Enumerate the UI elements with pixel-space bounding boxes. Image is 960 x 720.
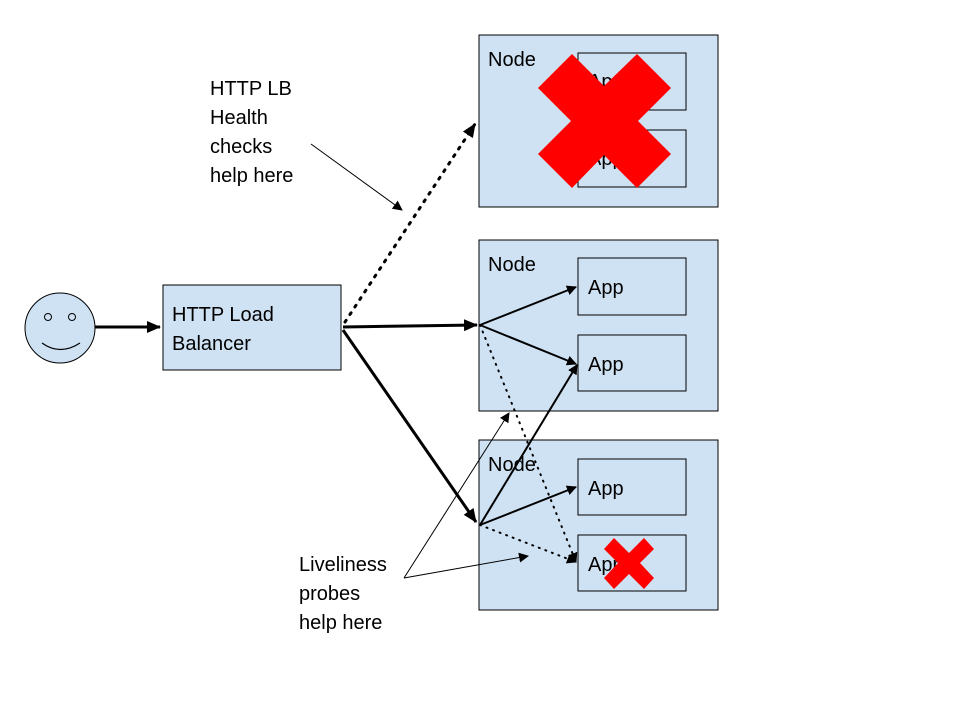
health-checks-line1: HTTP LB xyxy=(210,78,292,100)
node-1-label: Node xyxy=(488,49,536,71)
liveliness-pointer-2 xyxy=(403,552,529,579)
red-x-icon xyxy=(538,54,671,188)
node-2-to-app-1-arrow xyxy=(479,285,577,326)
node-3-to-failed-app-dotted-arrow xyxy=(479,524,577,564)
node-3-to-app-1-arrow xyxy=(479,485,577,526)
health-checks-line3: checks xyxy=(210,136,272,158)
lb-label-line1: HTTP Load xyxy=(172,304,274,326)
health-checks-line2: Health xyxy=(210,107,268,129)
load-balancer: HTTP Load Balancer xyxy=(162,284,342,371)
lb-to-node-3-arrow xyxy=(341,329,478,523)
node-2-to-app-2-arrow xyxy=(479,324,577,366)
health-checks-pointer xyxy=(310,143,403,211)
lb-to-node-2-arrow xyxy=(342,319,478,332)
lb-to-node-1-dotted-arrow xyxy=(343,122,477,324)
node-3-label: Node xyxy=(488,454,536,476)
liveliness-line3: help here xyxy=(299,612,382,634)
smiley-face-icon xyxy=(24,292,96,364)
node-2-app-2-label: App xyxy=(588,354,624,376)
health-checks-line4: help here xyxy=(210,165,293,187)
liveliness-line2: probes xyxy=(299,583,360,605)
node-3: Node App App xyxy=(478,439,719,611)
health-checks-annotation: HTTP LB Health checks help here xyxy=(210,78,403,211)
node-1: Node App App xyxy=(478,34,719,208)
red-x-icon xyxy=(604,538,654,589)
node-3-to-node-2-app-2-arrow xyxy=(479,364,578,526)
node-2-app-2 xyxy=(577,334,687,392)
liveliness-annotation: Liveliness probes help here xyxy=(299,412,529,634)
node-3-app-1 xyxy=(577,458,687,516)
node-3-app-1-label: App xyxy=(588,478,624,500)
node-2-to-failed-app-dotted-arrow xyxy=(479,324,578,563)
lb-label-line2: Balancer xyxy=(172,333,251,355)
node-2-app-1-label: App xyxy=(588,277,624,299)
node-2-label: Node xyxy=(488,254,536,276)
node-2: Node App App xyxy=(478,239,719,412)
liveliness-pointer-1 xyxy=(403,412,510,579)
node-2-app-1 xyxy=(577,257,687,316)
liveliness-line1: Liveliness xyxy=(299,554,387,576)
